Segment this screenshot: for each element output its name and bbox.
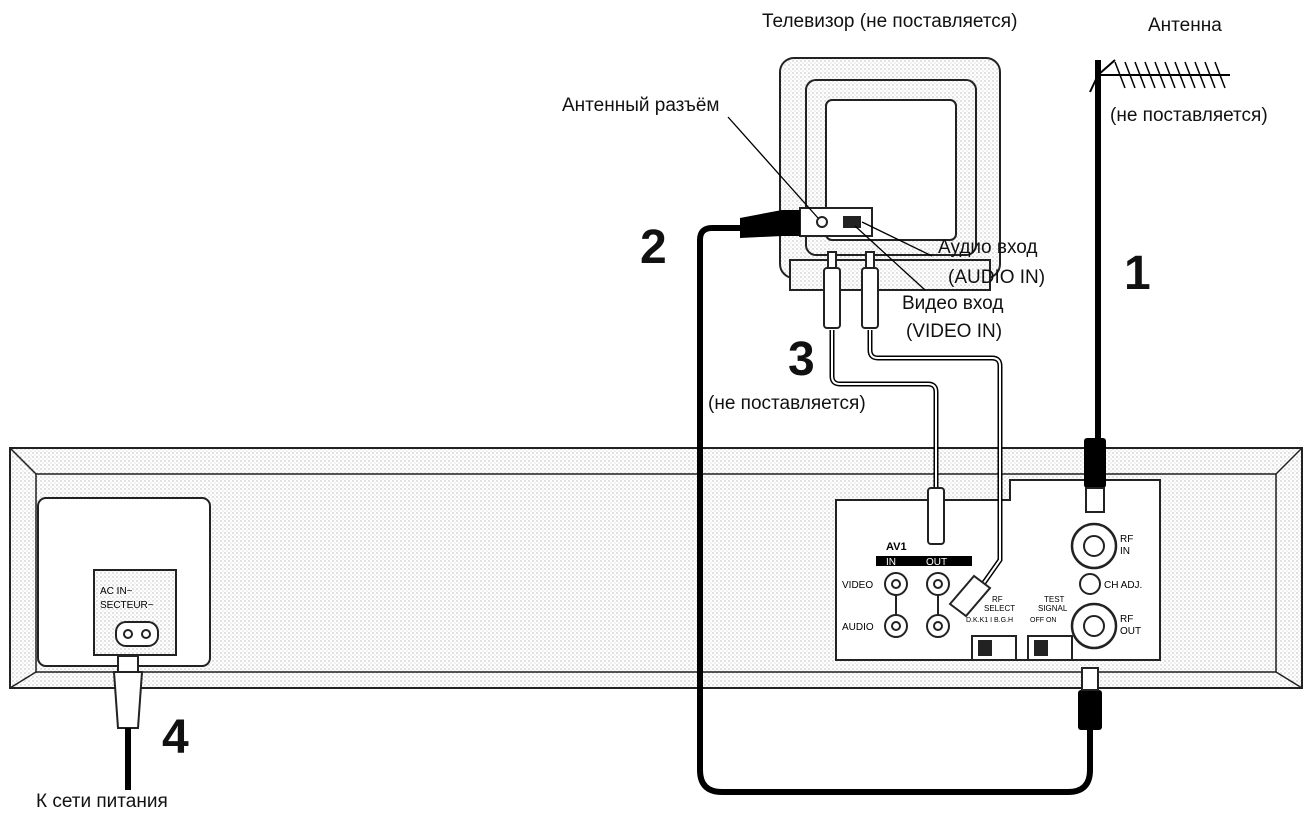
rf-in-jack	[1070, 522, 1118, 570]
step-3: 3	[788, 333, 815, 386]
cable-not-supplied-label: (не поставляется)	[708, 393, 866, 414]
secteur-label: SECTEUR~	[100, 600, 154, 611]
vcr-rear-panel	[9, 447, 1303, 689]
test-signal-label-2: SIGNAL	[1038, 604, 1068, 613]
video-jack-label: VIDEO	[842, 580, 873, 591]
av-cable-3	[823, 251, 1003, 618]
av1-label: AV1	[886, 541, 907, 553]
av-in-audio-jack	[884, 614, 908, 638]
test-signal-label-3: OFF ON	[1030, 617, 1056, 624]
test-signal-label-1: TEST	[1044, 595, 1065, 604]
rf-select-label-1: RF	[992, 595, 1003, 604]
panel-labels: AC IN~ SECTEUR~ AV1 IN OUT VIDEO AUDIO R…	[100, 534, 1142, 637]
mains-label: К сети питания	[36, 791, 168, 812]
audio-jack-label: AUDIO	[842, 622, 874, 633]
rf-select-label-2: SELECT	[984, 604, 1015, 613]
step-1: 1	[1124, 247, 1151, 300]
av-out-audio-jack	[926, 614, 950, 638]
tv-label: Телевизор (не поставляется)	[762, 11, 1018, 32]
video-in-en-label: (VIDEO IN)	[906, 321, 1003, 342]
av-out-label: OUT	[926, 557, 947, 568]
antenna-label: Антенна	[1148, 15, 1222, 36]
av-out-video-jack	[926, 572, 950, 596]
antenna-not-supplied-label: (не поставляется)	[1110, 105, 1268, 126]
antenna-illustration	[1089, 59, 1230, 440]
rf-out-label-2: OUT	[1120, 626, 1141, 637]
tv-av-sockets	[843, 216, 861, 228]
tv-antenna-socket	[816, 216, 828, 228]
audio-in-pointer	[861, 221, 933, 257]
video-in-pointer	[854, 225, 926, 291]
step-4: 4	[162, 711, 189, 764]
antenna-socket-label: Антенный разъём	[562, 95, 720, 116]
power-cable-4	[112, 655, 144, 790]
rf-select-label-3: D.K.K1 I B.G.H	[966, 617, 1013, 624]
rf-out-label-1: RF	[1120, 614, 1133, 625]
rf-out-jack	[1070, 602, 1118, 650]
step-2: 2	[640, 221, 667, 274]
rf-in-label-1: RF	[1120, 534, 1133, 545]
video-in-label: Видео вход	[902, 293, 1004, 314]
audio-in-en-label: (AUDIO IN)	[948, 267, 1046, 288]
rf-cable-2	[697, 210, 1102, 795]
rf-in-label-2: IN	[1120, 546, 1130, 557]
ch-adj-label: CH ADJ.	[1104, 580, 1142, 591]
audio-in-label: Аудио вход	[938, 237, 1038, 258]
ac-in-socket	[115, 621, 159, 647]
rf-cable-1-plug	[1084, 438, 1106, 513]
antenna-socket-pointer	[727, 116, 819, 219]
ac-in-label: AC IN~	[100, 586, 133, 597]
av-in-video-jack	[884, 572, 908, 596]
av-in-label: IN	[886, 557, 896, 568]
ch-adj-knob	[1079, 573, 1101, 595]
